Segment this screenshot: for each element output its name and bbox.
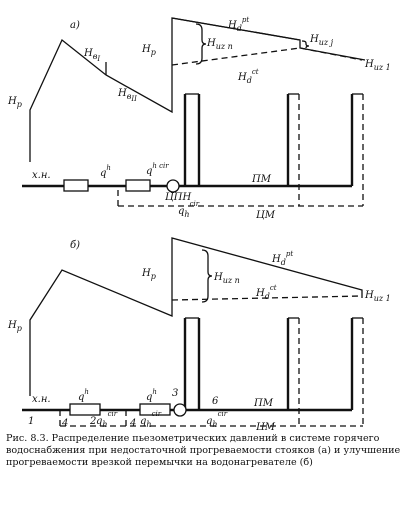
panel-a-supply-ptline	[171, 17, 301, 41]
panel-b-hdct-label: Hdct	[255, 284, 277, 301]
panel-b-pump	[173, 403, 187, 417]
panel-b-hdpt-label: Hdpt	[271, 250, 293, 267]
panel-b-qcirc-label: qhcir	[206, 410, 228, 429]
panel-b-heater-1	[69, 403, 101, 416]
panel-a-hdct-label: Hdct	[237, 68, 259, 85]
panel-a-xn-label: х.н.	[32, 170, 51, 181]
panel-a-huzj-brace	[301, 40, 310, 49]
panel-a: а) Hp Hdpt Hdct HвI HвII Hp Huz n Huz j …	[7, 16, 391, 221]
panel-a-hp-label: Hp	[7, 96, 22, 109]
panel-b-qh2-label: qh	[146, 388, 157, 403]
panel-b-heater-2	[139, 403, 171, 416]
panel-b-hp-label: Hp	[7, 320, 22, 333]
panel-a-qhcir-label: qh cir	[146, 162, 169, 177]
panel-a-risers	[183, 93, 364, 206]
panel-a-huzn-label: Huz n	[206, 38, 233, 51]
panel-b-num-2: 2	[89, 416, 96, 427]
panel-a-pump	[166, 179, 180, 193]
panel-a-heater-1	[63, 179, 89, 192]
panel-a-hdpt-label: Hdpt	[227, 16, 249, 33]
panel-b-qcir2-label: qhcir	[140, 410, 162, 429]
panel-a-pump-label: ЦПН	[165, 192, 191, 203]
panel-b-pm-label: ПМ	[253, 398, 274, 409]
panel-b-cm-label: ЦМ	[256, 422, 276, 430]
panel-a-pm-label: ПМ	[251, 174, 272, 185]
panel-a-hbII-label: HвII	[117, 88, 137, 103]
panel-b-num-4a: 4	[61, 418, 68, 429]
panel-a-hp2-label: Hp	[141, 44, 156, 57]
panel-a-piezometric-line	[29, 17, 366, 162]
panel-a-heater-2	[125, 179, 151, 192]
panel-b-xn-label: х.н.	[32, 394, 51, 405]
pressure-distribution-diagram: а) Hp Hdpt Hdct HвI HвII Hp Huz n Huz j …	[7, 16, 391, 430]
panel-a-tag: а)	[70, 20, 80, 31]
panel-a-huzj-label: Huz j	[309, 34, 334, 47]
panel-a-qcirc-label: qhcir	[178, 200, 200, 219]
panel-b-num-1: 1	[28, 416, 34, 427]
panel-b-huzn-label: Huz n	[213, 272, 240, 285]
panel-a-circulation-ctline	[171, 47, 363, 66]
panel-a-huz1-label: Huz 1	[364, 59, 391, 72]
panel-b: б) Hp Hp Hdpt Hdct Huz n Huz 1 х.н.	[7, 237, 391, 430]
panel-a-cm-label: ЦМ	[256, 210, 276, 221]
panel-b-circulation-ctline	[171, 295, 363, 301]
panel-b-huz1-label: Huz 1	[364, 290, 391, 303]
panel-b-num-6: 6	[212, 396, 219, 407]
panel-b-num-4b: 4	[129, 418, 136, 429]
panel-b-qh1-label: qh	[78, 388, 89, 403]
figure-caption: Рис. 8.3. Распределение пьезометрических…	[6, 433, 401, 469]
panel-a-hbI-label: HвI	[83, 48, 100, 63]
panel-a-huzn-brace	[195, 23, 207, 65]
panel-b-huzn-brace	[201, 249, 213, 303]
panel-b-risers	[183, 317, 364, 426]
panel-a-qh-label: qh	[100, 164, 111, 179]
panel-b-hp2-label: Hp	[141, 268, 156, 281]
panel-b-qcir1-label: qhcir	[96, 410, 118, 429]
panel-b-num-3: 3	[172, 388, 178, 399]
panel-b-piezometric-line	[29, 237, 363, 396]
panel-b-tag: б)	[70, 240, 80, 251]
